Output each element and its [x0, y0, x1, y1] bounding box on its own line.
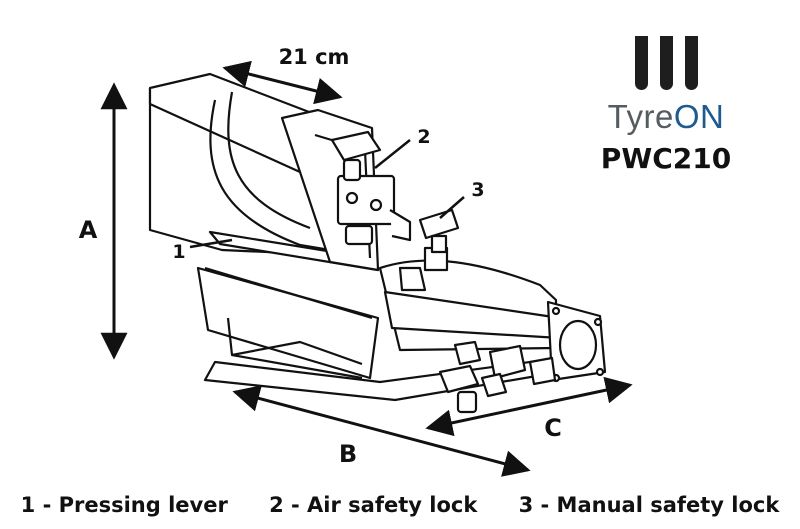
legend: 1 - Pressing lever 2 - Air safety lock 3…: [0, 488, 800, 522]
legend-item-pressing-lever: 1 - Pressing lever: [20, 493, 228, 517]
callout-1-number: 1: [172, 241, 185, 263]
brand-name-part1: Tyre: [607, 98, 674, 135]
height-label: A: [79, 216, 98, 244]
brand-block: TyreON PWC210: [596, 36, 736, 175]
depth-arrow: [232, 385, 531, 477]
brand-logo-icon: [596, 36, 736, 90]
callout-2-leader: [374, 139, 411, 169]
legend-item-air-safety-lock: 2 - Air safety lock: [269, 493, 478, 517]
dimension-arrows: [100, 60, 633, 477]
width-arrow: [222, 60, 343, 105]
callout-3-leader: [439, 196, 465, 219]
cylinder-label: C: [544, 414, 562, 442]
callout-1-leader: [189, 238, 233, 249]
depth-label: B: [339, 440, 357, 468]
cylinder-arrow: [425, 376, 633, 437]
brand-name-part2: ON: [673, 98, 725, 135]
callout-leaders: [189, 139, 465, 249]
callout-3-number: 3: [471, 179, 484, 201]
width-label: 21 cm: [279, 45, 350, 69]
model-name: PWC210: [600, 142, 732, 175]
brand-name: TyreON: [596, 98, 736, 136]
bead-breaker-illustration: [148, 72, 607, 414]
callout-2-number: 2: [417, 126, 430, 148]
legend-item-manual-safety-lock: 3 - Manual safety lock: [518, 493, 780, 517]
